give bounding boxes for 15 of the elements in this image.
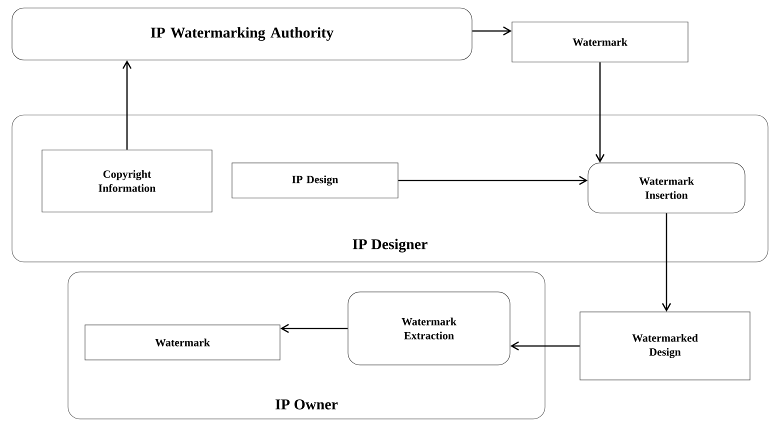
process-box: Watermark Extraction bbox=[348, 292, 510, 366]
arrow bbox=[122, 60, 132, 150]
arrow bbox=[280, 324, 348, 334]
process-box: Watermark bbox=[84, 324, 280, 360]
arrow bbox=[398, 176, 588, 186]
arrow bbox=[472, 26, 512, 36]
arrow bbox=[510, 341, 580, 351]
process-box: IP Design bbox=[232, 162, 398, 198]
process-box: Copyright Information bbox=[42, 150, 212, 212]
process-box: Watermarked Design bbox=[580, 312, 750, 380]
arrow bbox=[595, 62, 605, 163]
process-box: Watermark bbox=[512, 22, 688, 62]
process-box: IP Watermarking Authority bbox=[12, 8, 472, 60]
arrow bbox=[662, 213, 672, 312]
process-box: Watermark Insertion bbox=[588, 162, 746, 214]
